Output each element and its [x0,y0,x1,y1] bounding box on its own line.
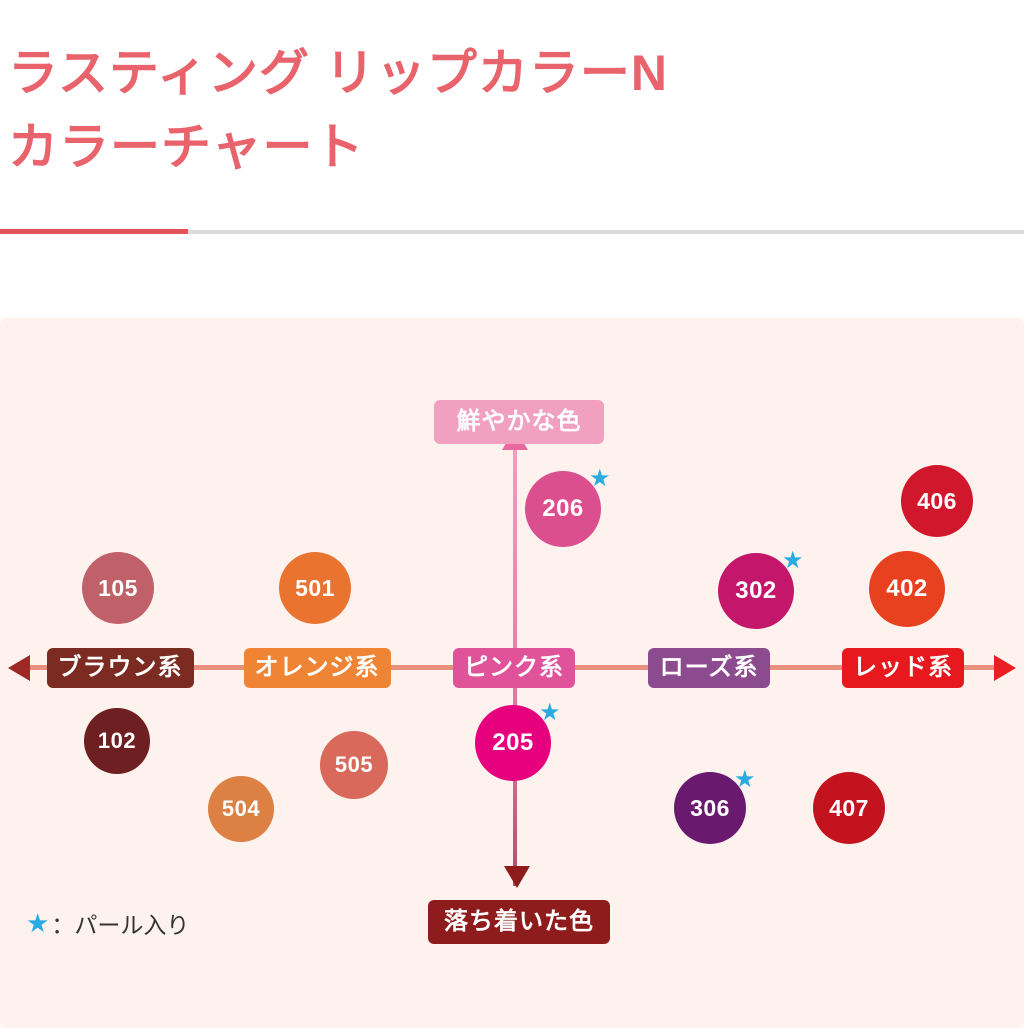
axis-label-subdued: 落ち着いた色 [428,900,610,944]
color-dot-label: 205 [492,729,534,756]
axis-category-label: レッド系 [853,654,953,681]
pearl-star-icon: ★ [734,766,756,793]
color-dot-label: 402 [886,575,928,602]
pearl-star-icon: ★ [539,699,561,726]
axis-category-label: ピンク系 [464,654,564,681]
axis-category-5[interactable]: レッド系 [842,648,964,688]
color-dot-label: 505 [334,752,374,777]
color-dot-label: 306 [690,794,730,821]
star-icon: ★ [26,907,50,938]
color-dot-label: 102 [97,728,137,753]
axis-category-4[interactable]: ローズ系 [648,648,770,688]
color-dot-501[interactable]: 501 [279,552,351,624]
color-dot-label: 105 [98,574,138,601]
axis-category-3[interactable]: ピンク系 [453,648,575,688]
color-dot-label: 501 [295,574,335,601]
axis-arrow-left-icon [8,655,30,681]
axis-category-label: ローズ系 [659,654,759,681]
axis-arrow-down-icon [504,866,530,888]
color-dot-102[interactable]: 102 [84,708,150,774]
color-dot-label: 206 [542,495,584,522]
color-dot-406[interactable]: 406 [901,465,973,537]
color-dot-label: 504 [221,796,261,821]
pearl-legend-label: ：パール入り [51,912,190,938]
axis-category-2[interactable]: オレンジ系 [243,648,391,688]
title-divider-accent [0,229,188,234]
axis-category-label: オレンジ系 [254,654,380,681]
color-dot-407[interactable]: 407 [813,772,885,844]
color-dot-402[interactable]: 402 [869,551,945,627]
color-dot-label: 407 [829,794,869,821]
pearl-star-icon: ★ [589,465,611,492]
color-dot-504[interactable]: 504 [208,776,274,842]
axis-arrow-right-icon [994,655,1016,681]
axis-category-label: ブラウン系 [57,654,183,681]
axis-category-1[interactable]: ブラウン系 [46,648,194,688]
color-chart-panel: 鮮やかな色 落ち着いた色 ブラウン系 オレンジ系 ピンク系 ローズ系 レッド系 105 1… [0,318,1024,1028]
color-dot-label: 406 [917,487,957,514]
pearl-legend: ★ ：パール入り [26,906,189,940]
title-divider [0,230,1024,234]
color-dot-105[interactable]: 105 [82,552,154,624]
pearl-star-icon: ★ [782,547,804,574]
color-dot-505[interactable]: 505 [320,731,388,799]
axis-label-vivid: 鮮やかな色 [434,400,604,444]
page-title: ラスティング リップカラーN カラーチャート [8,44,668,175]
color-dot-label: 302 [735,577,777,604]
